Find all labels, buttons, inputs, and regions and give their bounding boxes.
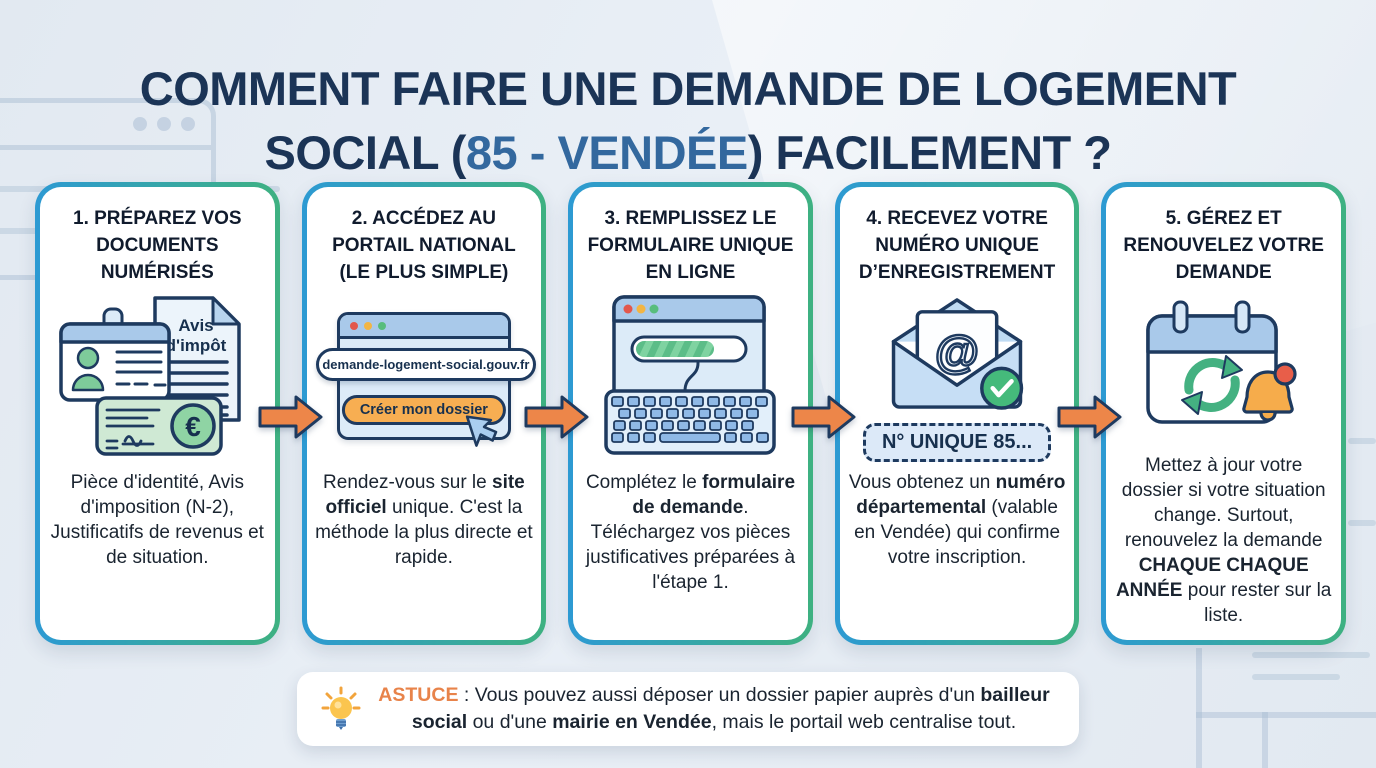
flow-arrow-1 <box>258 395 323 439</box>
yellow-dot-icon <box>363 321 372 330</box>
tip-body: : Vous pouvez aussi déposer un dossier p… <box>411 684 1050 733</box>
calendar-renew-bell-icon <box>1136 290 1312 445</box>
background-line <box>1196 712 1376 718</box>
browser-toolbar <box>339 315 508 339</box>
background-line <box>1252 652 1370 658</box>
unique-number-badge: N° UNIQUE 85... <box>862 423 1052 462</box>
step-2-title: 2. ACCÉDEZ AU PORTAIL NATIONAL (LE PLUS … <box>332 208 516 283</box>
browser-portal-icon: demande-logement-social.gouv.fr Créer mo… <box>315 290 536 462</box>
step-1-title: 1. PRÉPAREZ VOS DOCUMENTS NUMÉRISÉS <box>73 208 242 283</box>
tip-label: ASTUCE <box>378 684 459 706</box>
title-highlight-vendee: 85 - VENDÉE <box>465 126 748 180</box>
background-line <box>1252 674 1340 680</box>
step-card-5: 5. GÉREZ ET RENOUVELEZ VOTRE DEMANDE <box>1101 182 1346 645</box>
browser-window-illustration: demande-logement-social.gouv.fr Créer mo… <box>315 312 536 447</box>
step-5-title: 5. GÉREZ ET RENOUVELEZ VOTRE DEMANDE <box>1123 208 1324 283</box>
page-title: COMMENT FAIRE UNE DEMANDE DE LOGEMENT SO… <box>0 57 1376 185</box>
doc-label-line1: Avis <box>179 316 214 335</box>
doc-label-line2: d'impôt <box>166 336 227 355</box>
step-card-2: 2. ACCÉDEZ AU PORTAIL NATIONAL (LE PLUS … <box>301 182 547 645</box>
euro-symbol: € <box>186 411 202 442</box>
steps-row: 1. PRÉPAREZ VOS DOCUMENTS NUMÉRISÉS Avis… <box>35 182 1346 645</box>
lightbulb-icon <box>321 686 361 730</box>
url-bar: demande-logement-social.gouv.fr <box>315 348 536 381</box>
step-5-description: Mettez à jour votre dossier si votre sit… <box>1115 455 1332 626</box>
tip-text: ASTUCE : Vous pouvez aussi déposer un do… <box>373 682 1055 736</box>
red-dot-icon <box>349 321 358 330</box>
step-1-description: Pièce d'identité, Avis d'imposition (N-2… <box>50 472 264 568</box>
background-line <box>1348 438 1376 444</box>
step-card-1: 1. PRÉPAREZ VOS DOCUMENTS NUMÉRISÉS Avis… <box>35 182 280 645</box>
at-symbol: @ <box>935 326 979 377</box>
step-2-description: Rendez-vous sur le site officiel unique.… <box>315 472 533 568</box>
documents-icon: Avis d'impôt <box>57 290 257 462</box>
envelope-check-icon: @ N° UNIQUE 85... <box>862 290 1052 462</box>
green-dot-icon <box>377 321 386 330</box>
step-3-description: Complétez le formulaire de demande. Télé… <box>585 472 796 593</box>
title-line1: COMMENT FAIRE UNE DEMANDE DE LOGEMENT <box>139 62 1237 116</box>
title-line2: SOCIAL (85 - VENDÉE) FACILEMENT ? <box>264 126 1112 180</box>
flow-arrow-4 <box>1057 395 1122 439</box>
background-line <box>1196 648 1202 768</box>
step-card-4: 4. RECEVEZ VOTRE NUMÉRO UNIQUE D’ENREGIS… <box>834 182 1080 645</box>
background-line <box>1348 520 1376 526</box>
flow-arrow-3 <box>791 395 856 439</box>
cursor-icon <box>465 415 498 447</box>
tip-box: ASTUCE : Vous pouvez aussi déposer un do… <box>297 672 1079 746</box>
step-card-3: 3. REMPLISSEZ LE FORMULAIRE UNIQUE EN LI… <box>568 182 813 645</box>
step-3-title: 3. REMPLISSEZ LE FORMULAIRE UNIQUE EN LI… <box>587 208 794 283</box>
background-line <box>1262 712 1268 768</box>
form-keyboard-icon <box>598 290 782 462</box>
step-4-title: 4. RECEVEZ VOTRE NUMÉRO UNIQUE D’ENREGIS… <box>858 208 1056 283</box>
step-4-description: Vous obtenez un numéro départemental (va… <box>848 472 1066 568</box>
flow-arrow-2 <box>524 395 589 439</box>
